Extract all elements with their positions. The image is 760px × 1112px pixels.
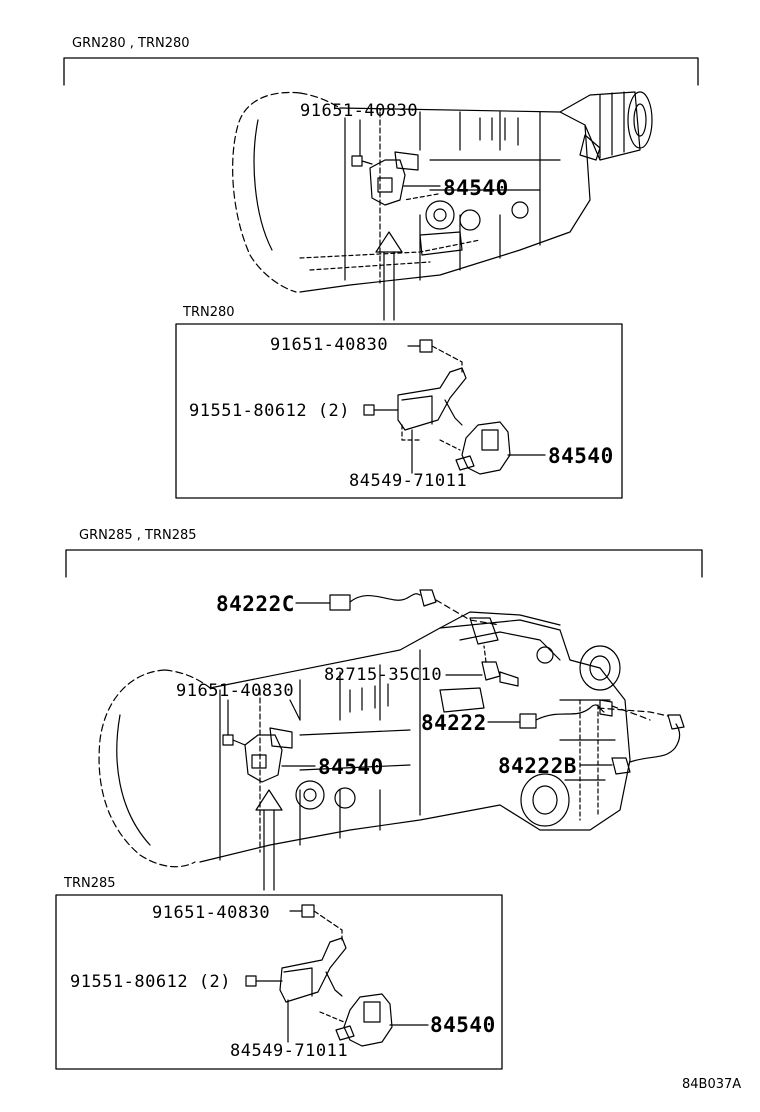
bottom-model-label: GRN285 , TRN285 (79, 528, 197, 543)
top-section-bracket (63, 57, 699, 86)
bottom-inset-bolt2-label: 91551-80612 (2) (70, 972, 232, 992)
top-inset-bolt-label: 91651-40830 (270, 335, 389, 355)
top-inset-frame (175, 323, 623, 499)
bottom-sensor-harness-c (295, 589, 501, 626)
bottom-inset-label: TRN285 (64, 876, 116, 891)
top-inset-drawing (363, 339, 546, 475)
bottom-inset-switch-label: 84540 (430, 1013, 496, 1037)
top-inset-label: TRN280 (183, 305, 235, 320)
bottom-inset-bolt-label: 91651-40830 (152, 903, 271, 923)
bottom-section-bracket (65, 549, 703, 578)
top-inset-switch-label: 84540 (548, 444, 614, 468)
bottom-inset-drawing (245, 904, 429, 1047)
bottom-part-switch-label: 84540 (318, 755, 384, 779)
bottom-sensor-mid (445, 645, 519, 687)
figure-code: 84B037A (682, 1077, 742, 1092)
bottom-inset-bracket-label: 84549-71011 (230, 1041, 349, 1061)
top-pointer-arrow (375, 231, 403, 321)
bottom-part-sensor-b-label: 84222B (498, 754, 577, 778)
top-transmission-drawing (232, 91, 653, 293)
bottom-pointer-arrow (255, 789, 283, 891)
bottom-part-sensor-mid-label: 82715-35C10 (324, 665, 443, 685)
top-part-bolt-label: 91651-40830 (300, 101, 419, 121)
bottom-sensor-harness-b (579, 707, 685, 775)
top-inset-bolt2-label: 91551-80612 (2) (189, 401, 351, 421)
top-inset-bracket-label: 84549-71011 (349, 471, 468, 491)
bottom-part-sensor-label: 84222 (421, 711, 487, 735)
bottom-part-sensor-c-label: 84222C (216, 592, 295, 616)
bottom-transmission-drawing (98, 611, 631, 868)
bottom-inset-frame (55, 894, 503, 1070)
bottom-part-bolt-label: 91651-40830 (176, 681, 295, 701)
top-part-switch-label: 84540 (443, 176, 509, 200)
top-model-label: GRN280 , TRN280 (72, 36, 190, 51)
